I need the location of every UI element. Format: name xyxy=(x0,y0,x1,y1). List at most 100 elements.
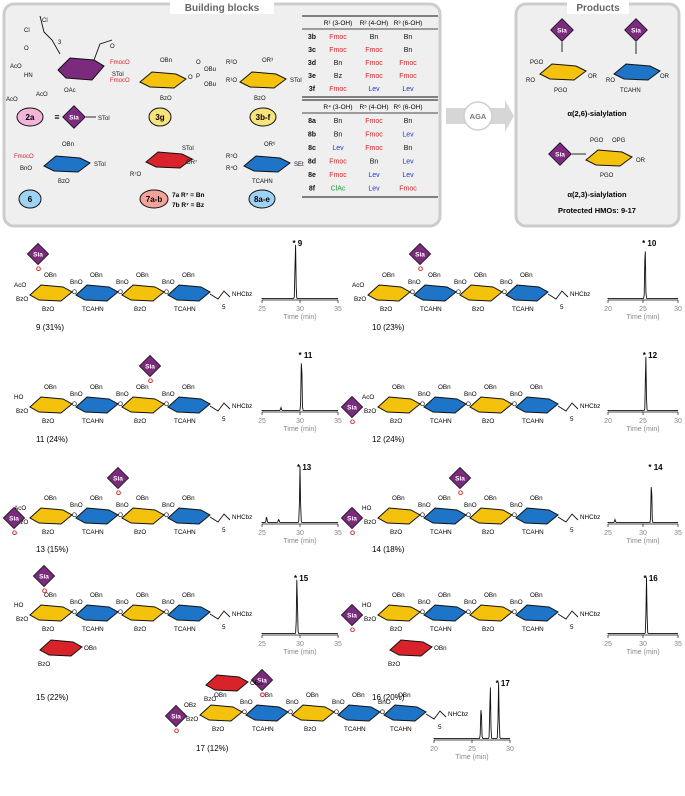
frag-set-8: SEt xyxy=(294,162,304,168)
table-cell: Bn xyxy=(334,132,343,139)
chromatogram-trace xyxy=(261,363,338,411)
glycosidic-o: O xyxy=(466,609,471,616)
substituent-bno: BnO xyxy=(286,699,299,706)
frag-o-dbl: O xyxy=(196,60,201,66)
chromatogram-axis-label: Time (min) xyxy=(283,649,316,656)
sugar-ring xyxy=(367,284,411,302)
linker xyxy=(557,513,579,523)
table-cell: Fmoc xyxy=(365,60,383,67)
sia-residue: Sia xyxy=(408,242,432,266)
frag-obn-3g: OBn xyxy=(160,58,172,64)
linker xyxy=(425,710,447,720)
frag-cl-1: Cl xyxy=(42,18,48,24)
substituent-bzo: BzO xyxy=(42,626,54,633)
glycosidic-o: O xyxy=(512,512,517,519)
substituent-bzo-left: BzO xyxy=(364,519,376,526)
frag-obn-6: OBn xyxy=(62,142,74,148)
substituent-obn: OBn xyxy=(90,384,103,391)
substituent-bzo: BzO xyxy=(482,626,494,633)
table-row-id: 8d xyxy=(308,159,316,166)
substituent-obn: OBn xyxy=(398,692,411,699)
table-row-id: 8b xyxy=(308,132,316,139)
sugar-ring xyxy=(515,604,559,622)
sia-linkage-o: O xyxy=(36,266,41,273)
svg-text:Sia: Sia xyxy=(33,252,43,259)
substituent-obn: OBn xyxy=(484,495,497,502)
chromatogram-tick-label: 30 xyxy=(674,418,682,425)
substituent-obn: OBn xyxy=(530,592,543,599)
substituent-obn: OBn xyxy=(136,495,149,502)
frag-or3: OR³ xyxy=(262,58,273,64)
substituent-obn: OBn xyxy=(182,495,195,502)
sugar-ring xyxy=(167,604,211,622)
chromatogram-tick-label: 20 xyxy=(604,306,612,313)
glycosidic-o: O xyxy=(72,609,77,616)
table-cell: ClAc xyxy=(331,186,346,193)
substituent-bzo: BzO xyxy=(304,726,316,733)
frag-bzo-6: BzO xyxy=(58,179,70,185)
label-2a-bubble xyxy=(16,107,44,127)
compound-label: 15 (22%) xyxy=(36,693,69,702)
svg-text:Sia: Sia xyxy=(347,613,357,620)
frag-r2o: R²O xyxy=(226,60,237,66)
terminal-substituent: OBz xyxy=(184,702,196,709)
substituent-bno: BnO xyxy=(162,391,175,398)
substituent-bzo: BzO xyxy=(390,626,402,633)
linker-subscript: 5 xyxy=(560,304,564,311)
label-6: 6 xyxy=(28,195,33,204)
sugar-ring xyxy=(75,507,119,525)
aga-circle xyxy=(463,101,493,131)
frag-bzo-3g: BzO xyxy=(160,96,172,102)
substituent-bno: BnO xyxy=(116,502,129,509)
sugar-ring xyxy=(121,396,165,414)
compound-17: OBnOBzOOBnOTCAHNOBnOBzOOBnOTCAHNOBnTCAHN… xyxy=(164,668,514,761)
frag-stol-7: STol xyxy=(182,146,194,152)
glycosidic-o: O xyxy=(164,609,169,616)
sugar-ring xyxy=(29,396,73,414)
table-header: R⁵ (4-OH) xyxy=(359,104,388,111)
glycosidic-o: O xyxy=(118,609,123,616)
sia-linkage-o: O xyxy=(350,419,355,426)
svg-text:Sia: Sia xyxy=(555,152,565,159)
sia-residue: Sia xyxy=(340,506,364,530)
sugar-ring xyxy=(121,284,165,302)
frag-hn: HN xyxy=(24,73,33,79)
sia-linkage-o: O xyxy=(260,692,265,699)
pgo-2: PGO xyxy=(554,88,568,94)
linker xyxy=(209,290,231,300)
glycosidic-o: O xyxy=(118,289,123,296)
ro-2: RO xyxy=(606,78,615,84)
frag-o-3g: O xyxy=(188,75,193,81)
substituent-bzo: BzO xyxy=(42,306,54,313)
glycosidic-o: O xyxy=(118,401,123,408)
fucose-bzo: BzO xyxy=(388,661,400,668)
substituent-obn: OBn xyxy=(260,692,273,699)
terminal-substituent: AcO xyxy=(362,394,374,401)
glycosidic-o: O xyxy=(118,512,123,519)
substituent-bno: BnO xyxy=(454,279,467,286)
substituent-tcahn: TCAHN xyxy=(344,726,366,733)
table-cell: Bn xyxy=(404,47,413,54)
building-blocks-panel: Building blocks xyxy=(2,0,442,228)
frag-o-2: O xyxy=(110,44,115,50)
glycosidic-o: O xyxy=(456,289,461,296)
sugar-ring xyxy=(423,604,467,622)
peak-label: * 12 xyxy=(643,351,658,360)
sia-a26-1: Sia xyxy=(550,18,574,42)
substituent-tcahn: TCAHN xyxy=(82,306,104,313)
table-cell: Lev xyxy=(402,159,414,166)
chromatogram-tick-label: 30 xyxy=(506,746,514,753)
substituent-bno: BnO xyxy=(418,502,431,509)
linker-subscript: 5 xyxy=(570,624,574,631)
chromatogram-trace xyxy=(261,466,338,523)
glycosidic-o: O xyxy=(164,289,169,296)
substituent-obn: OBn xyxy=(438,495,451,502)
building-blocks-title: Building blocks xyxy=(185,3,260,14)
substituent-obn: OBn xyxy=(438,384,451,391)
hmos-label: Protected HMOs: 9-17 xyxy=(558,206,636,215)
table-row-id: 3b xyxy=(308,34,316,41)
sugar-ring xyxy=(167,284,211,302)
substituent-obn: OBn xyxy=(392,592,405,599)
